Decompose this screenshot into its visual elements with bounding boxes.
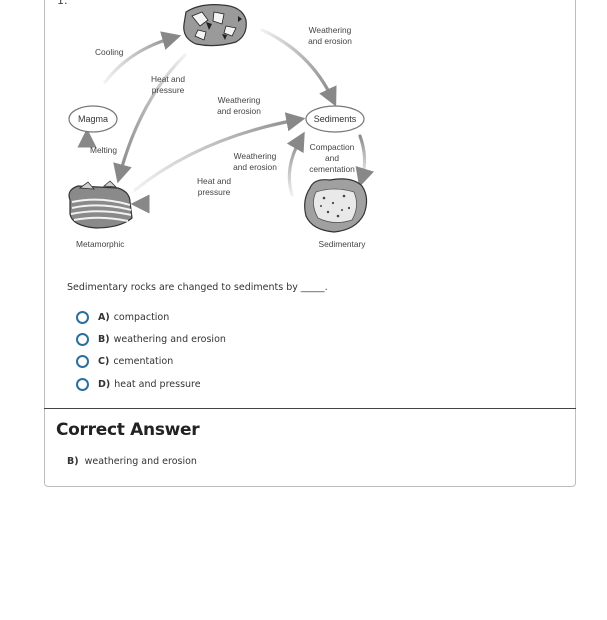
magma-label: Magma bbox=[78, 114, 108, 124]
option-text: compaction bbox=[113, 311, 170, 323]
label-cooling: Cooling bbox=[95, 47, 124, 57]
correct-answer-text: B) weathering and erosion bbox=[67, 456, 197, 467]
radio-icon[interactable] bbox=[76, 332, 89, 346]
question-number: 1. bbox=[57, 0, 68, 7]
label-weathering-3: Weathering bbox=[234, 151, 277, 161]
arrow-meta-weathering bbox=[133, 112, 306, 192]
option-letter: B) bbox=[98, 333, 110, 345]
label-weathering-1: Weathering bbox=[309, 25, 352, 35]
answer-letter: B) bbox=[67, 456, 79, 467]
radio-icon[interactable] bbox=[76, 355, 89, 369]
question-card bbox=[44, 0, 576, 487]
label-heat-and-2: Heat and bbox=[197, 176, 231, 186]
sediments-label: Sediments bbox=[314, 114, 357, 124]
label-compaction: Compaction bbox=[310, 142, 355, 152]
option-letter: C) bbox=[98, 356, 110, 368]
answer-options: A) compaction B) weathering and erosion … bbox=[76, 306, 226, 395]
metamorphic-rock-image bbox=[68, 180, 133, 229]
option-letter: D) bbox=[98, 378, 111, 390]
label-and: and bbox=[325, 153, 339, 163]
label-sedimentary: Sedimentary bbox=[318, 239, 366, 249]
radio-icon[interactable] bbox=[76, 377, 89, 391]
question-text: Sedimentary rocks are changed to sedimen… bbox=[67, 282, 328, 293]
answer-value: weathering and erosion bbox=[84, 456, 197, 467]
radio-icon[interactable] bbox=[76, 310, 89, 324]
option-letter: A) bbox=[98, 311, 110, 323]
correct-answer-title: Correct Answer bbox=[56, 420, 200, 440]
answer-divider bbox=[44, 408, 576, 409]
label-heat-and-1: Heat and bbox=[151, 74, 185, 84]
arrow-cooling bbox=[103, 31, 182, 84]
option-text: cementation bbox=[113, 356, 174, 368]
label-melting: Melting bbox=[90, 145, 117, 155]
igneous-rock-image bbox=[183, 4, 247, 47]
label-cementation: cementation bbox=[309, 164, 355, 174]
sedimentary-rock-image bbox=[304, 178, 368, 233]
label-pressure-2: pressure bbox=[198, 187, 231, 197]
label-and-erosion-1: and erosion bbox=[308, 36, 352, 46]
arrow-igneous-weathering bbox=[260, 28, 337, 107]
option-a[interactable]: A) compaction bbox=[76, 306, 226, 328]
option-c[interactable]: C) cementation bbox=[76, 351, 226, 373]
option-d[interactable]: D) heat and pressure bbox=[76, 373, 226, 395]
label-and-erosion-3: and erosion bbox=[233, 162, 277, 172]
magma-node bbox=[68, 105, 118, 133]
label-metamorphic: Metamorphic bbox=[76, 239, 124, 249]
arrow-sed-weathering bbox=[286, 131, 305, 197]
option-b[interactable]: B) weathering and erosion bbox=[76, 328, 226, 350]
sediments-node bbox=[305, 105, 365, 133]
rock-cycle-diagram: Magma Sediments Cooling Heat and pressur… bbox=[68, 4, 374, 249]
label-and-erosion-2: and erosion bbox=[217, 106, 261, 116]
label-weathering-2: Weathering bbox=[218, 95, 261, 105]
option-text: heat and pressure bbox=[114, 378, 201, 390]
option-text: weathering and erosion bbox=[113, 333, 226, 345]
arrow-igneous-heat bbox=[113, 53, 187, 184]
arrow-compaction bbox=[355, 134, 374, 188]
label-pressure-1: pressure bbox=[152, 85, 185, 95]
